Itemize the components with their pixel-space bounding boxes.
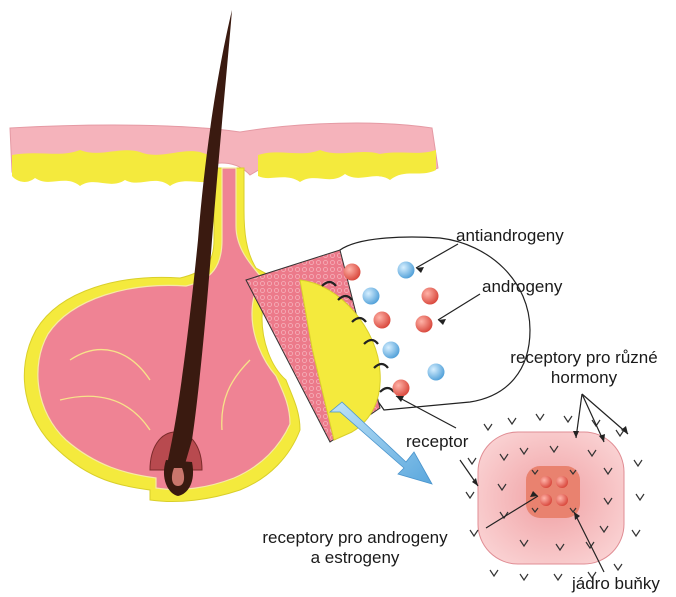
antiandrogen-sphere — [428, 364, 445, 381]
androgen-sphere — [374, 312, 391, 329]
antiandrogen-sphere — [363, 288, 380, 305]
label-receptory-hormony: receptory pro různé hormony — [500, 348, 668, 388]
androgen-sphere — [344, 264, 361, 281]
label-receptory-hormony-line2: hormony — [500, 368, 668, 388]
label-receptor: receptor — [406, 432, 468, 452]
androgen-sphere — [393, 380, 410, 397]
cell — [478, 432, 624, 564]
antiandrogen-sphere — [383, 342, 400, 359]
label-jadro-bunky: jádro buňky — [572, 574, 660, 594]
label-antiandrogeny: antiandrogeny — [456, 226, 564, 246]
antiandrogen-sphere — [398, 262, 415, 279]
androgen-sphere — [416, 316, 433, 333]
label-receptory-androgeny: receptory pro androgeny a estrogeny — [250, 528, 460, 568]
androgen-sphere — [422, 288, 439, 305]
label-receptory-androgeny-line1: receptory pro androgeny — [250, 528, 460, 548]
label-receptory-androgeny-line2: a estrogeny — [250, 548, 460, 568]
label-androgeny: androgeny — [482, 277, 562, 297]
label-receptory-hormony-line1: receptory pro různé — [500, 348, 668, 368]
hair-follicle — [24, 168, 300, 502]
